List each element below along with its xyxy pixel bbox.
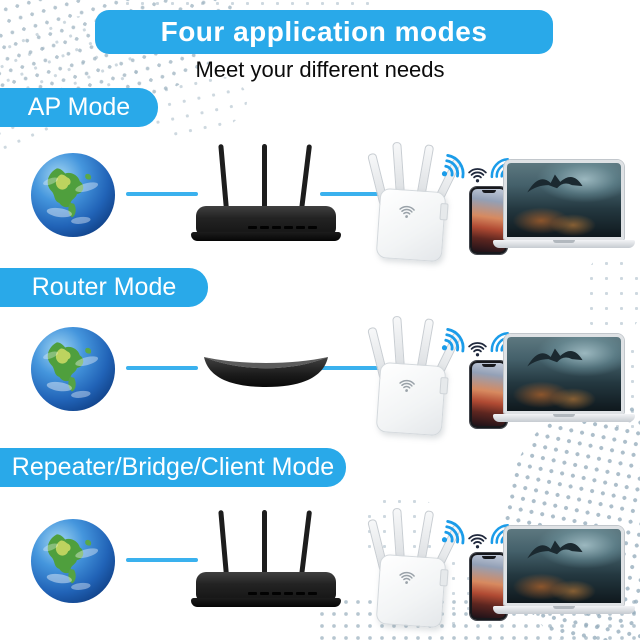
router-antenna — [218, 144, 229, 211]
extender-body — [375, 187, 449, 263]
page-title: Four application modes — [160, 16, 488, 47]
laptop-icon — [493, 526, 635, 614]
laptop-screen — [504, 160, 624, 240]
mode-label: Repeater/Bridge/Client Mode — [11, 453, 335, 481]
mode-banner-repeater: Repeater/Bridge/Client Mode — [0, 448, 346, 487]
router-ports — [248, 592, 317, 595]
extender-side-button — [439, 569, 449, 587]
wired-link-line — [126, 192, 198, 196]
router-3-antenna-icon — [191, 510, 341, 610]
game-scene — [507, 529, 621, 603]
dragon-silhouette-icon — [516, 167, 598, 201]
mode-banner-ap: AP Mode — [0, 88, 158, 127]
game-scene — [507, 337, 621, 411]
wifi-signal-icon — [468, 341, 487, 357]
extender-wifi-logo-icon — [398, 378, 415, 393]
laptop-base — [493, 240, 635, 248]
earth-globe-icon — [30, 326, 116, 412]
game-scene — [507, 163, 621, 237]
router-antenna — [299, 510, 313, 577]
mode-label: Router Mode — [31, 273, 177, 301]
router-body — [196, 206, 336, 236]
dragon-silhouette-icon — [516, 341, 598, 375]
laptop-icon — [493, 334, 635, 422]
extender-side-button — [439, 377, 449, 395]
wired-link-line — [126, 558, 198, 562]
router-antenna — [262, 510, 267, 576]
row-ap-mode — [0, 140, 640, 268]
extender-body — [375, 361, 449, 437]
laptop-base — [493, 414, 635, 422]
wired-link-line — [126, 366, 198, 370]
halftone-dots-top-strip — [120, 0, 370, 12]
router-3-antenna-icon — [191, 144, 341, 244]
router-ports — [248, 226, 317, 229]
router-base — [191, 232, 341, 241]
router-base — [191, 598, 341, 607]
mode-banner-router: Router Mode — [0, 268, 208, 307]
extender-wifi-logo-icon — [398, 570, 415, 585]
wired-link-line — [320, 192, 386, 196]
laptop-screen — [504, 334, 624, 414]
laptop-icon — [493, 160, 635, 248]
wifi-signal-icon — [468, 167, 487, 183]
laptop-base — [493, 606, 635, 614]
dragon-silhouette-icon — [516, 533, 598, 567]
router-body — [196, 572, 336, 602]
row-repeater-mode — [0, 506, 640, 634]
router-antenna — [299, 144, 313, 211]
wifi-signal-icon — [468, 533, 487, 549]
row-router-mode — [0, 314, 640, 442]
extender-wifi-logo-icon — [398, 204, 415, 219]
modem-icon — [200, 342, 332, 394]
halftone-dots-right-mid — [584, 256, 640, 334]
laptop-screen — [504, 526, 624, 606]
earth-globe-icon — [30, 518, 116, 604]
earth-globe-icon — [30, 152, 116, 238]
router-antenna — [262, 144, 267, 210]
mode-label: AP Mode — [27, 93, 131, 121]
page-subtitle: Meet your different needs — [195, 57, 445, 82]
extender-side-button — [439, 203, 449, 221]
wired-link-line — [320, 366, 386, 370]
title-banner: Four application modes — [95, 10, 553, 54]
extender-body — [375, 553, 449, 629]
router-antenna — [218, 510, 229, 577]
